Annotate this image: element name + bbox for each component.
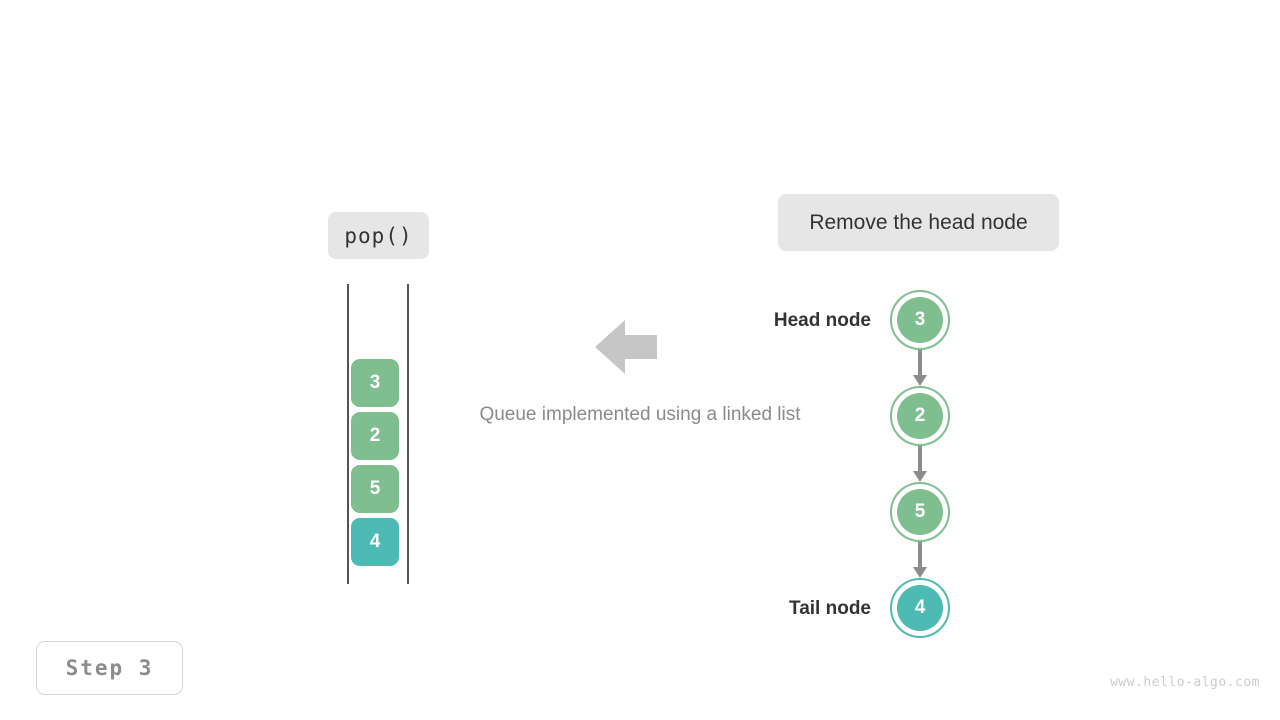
queue-cell: 2	[351, 412, 399, 460]
node-value: 2	[897, 393, 943, 439]
node-ring	[890, 578, 950, 638]
link-arrow-down-icon	[913, 446, 927, 482]
link-arrowhead	[913, 471, 927, 482]
linked-list-container: 3 2 5 4	[888, 290, 952, 642]
queue-container: 3 2 5 4	[340, 284, 416, 584]
tail-node-label: Tail node	[789, 598, 871, 619]
linked-list-node: 4	[890, 578, 950, 638]
node-ring	[890, 290, 950, 350]
queue-cell: 3	[351, 359, 399, 407]
link-line	[918, 542, 922, 569]
link-arrow-down-icon	[913, 350, 927, 386]
link-arrow-down-icon	[913, 542, 927, 578]
queue-cell: 4	[351, 518, 399, 566]
action-label: Remove the head node	[778, 194, 1059, 251]
flow-arrow-left-icon	[595, 320, 657, 374]
linked-list-node: 2	[890, 386, 950, 446]
watermark: www.hello-algo.com	[1110, 675, 1260, 690]
queue-cell-list: 3 2 5 4	[351, 359, 399, 566]
node-ring	[890, 482, 950, 542]
link-line	[918, 446, 922, 473]
linked-list-node: 3	[890, 290, 950, 350]
linked-list-node: 5	[890, 482, 950, 542]
link-line	[918, 350, 922, 377]
head-node-label: Head node	[773, 310, 871, 331]
node-value: 4	[897, 585, 943, 631]
link-arrowhead	[913, 567, 927, 578]
node-value: 3	[897, 297, 943, 343]
queue-rail-left	[347, 284, 349, 584]
node-ring	[890, 386, 950, 446]
queue-rail-right	[407, 284, 409, 584]
queue-cell: 5	[351, 465, 399, 513]
step-badge: Step 3	[36, 641, 183, 695]
node-value: 5	[897, 489, 943, 535]
link-arrowhead	[913, 375, 927, 386]
diagram-caption: Queue implemented using a linked list	[479, 404, 801, 425]
operation-label: pop()	[328, 212, 429, 259]
